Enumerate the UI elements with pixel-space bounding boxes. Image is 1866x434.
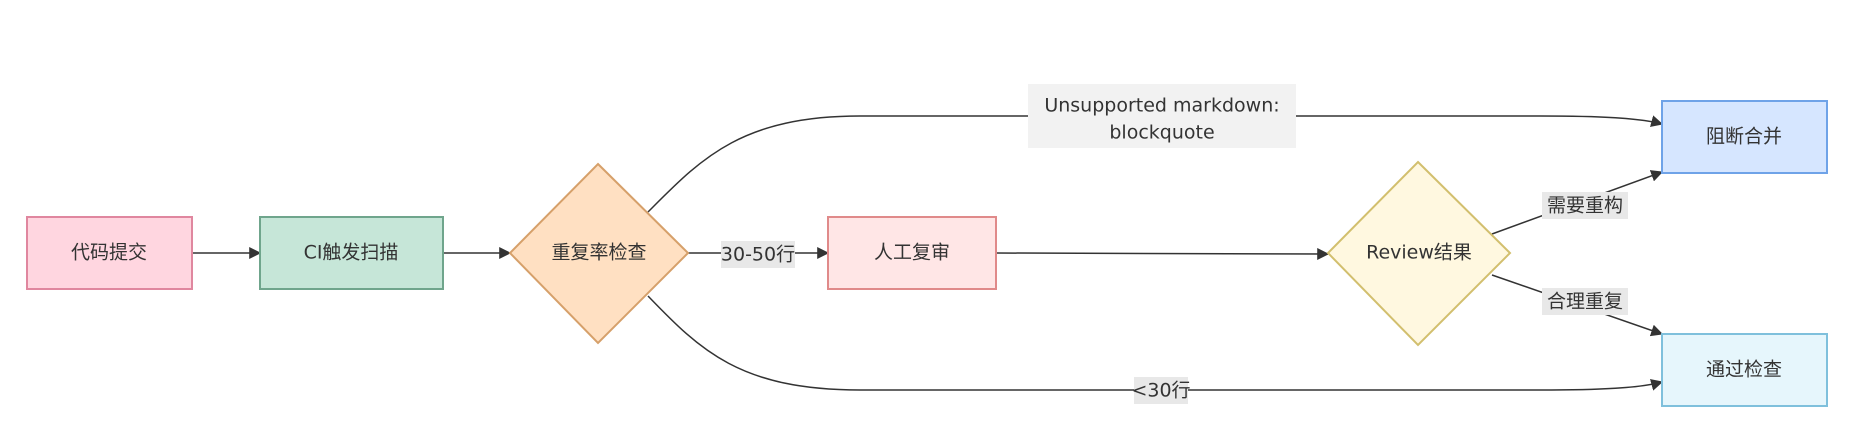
edge-dup-to-block [647, 115, 1664, 213]
edge-label-refactor: 需要重构 [1542, 192, 1628, 219]
node-ci-scan-label: CI触发扫描 [304, 242, 399, 264]
edge-label-30-50-text: 30-50行 [721, 244, 795, 266]
node-pass-check-label: 通过检查 [1706, 359, 1782, 381]
node-review-result-label: Review结果 [1366, 242, 1472, 264]
edge-label-reasonable: 合理重复 [1542, 288, 1628, 315]
edge-label-reasonable-text: 合理重复 [1547, 291, 1623, 313]
edge-label-30-50: 30-50行 [721, 241, 795, 268]
edge-label-lt30: <30行 [1131, 377, 1191, 404]
edge-dup-to-pass [647, 295, 1664, 391]
edge-label-blockquote: Unsupported markdown: blockquote [1028, 84, 1296, 148]
node-pass-check: 通过检查 [1661, 333, 1828, 407]
node-ci-scan: CI触发扫描 [259, 216, 444, 290]
node-manual-review-label: 人工复审 [874, 242, 950, 264]
node-block-merge-label: 阻断合并 [1706, 126, 1782, 148]
edge-manual-to-review [995, 247, 1330, 260]
edge-label-blockquote-line1: Unsupported markdown: [1044, 95, 1279, 117]
node-commit-label: 代码提交 [71, 242, 147, 264]
node-commit: 代码提交 [26, 216, 193, 290]
node-review-result: Review结果 [1326, 160, 1512, 347]
edge-label-blockquote-line2: blockquote [1109, 122, 1214, 144]
node-manual-review: 人工复审 [827, 216, 997, 290]
edge-label-lt30-text: <30行 [1131, 380, 1190, 402]
edge-label-refactor-text: 需要重构 [1547, 195, 1623, 217]
node-dup-check: 重复率检查 [508, 162, 690, 345]
node-block-merge: 阻断合并 [1661, 100, 1828, 174]
node-dup-check-label: 重复率检查 [551, 242, 646, 264]
